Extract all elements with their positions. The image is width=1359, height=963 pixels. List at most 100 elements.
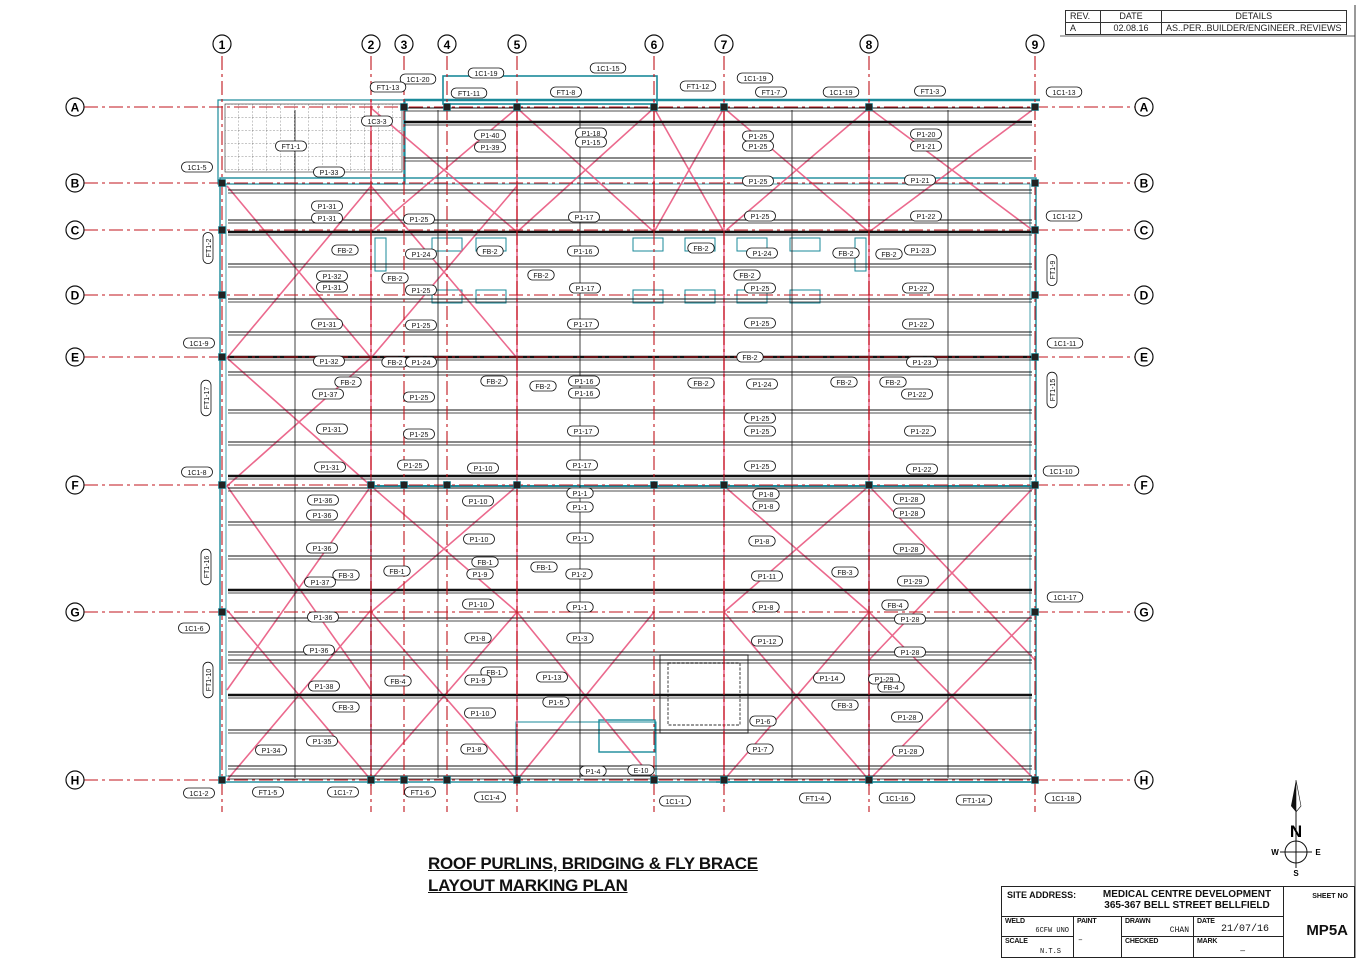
member-tag: FB-2 xyxy=(832,247,860,259)
member-tag-text: 1C1-8 xyxy=(187,470,206,477)
member-tag-text: P1-24 xyxy=(753,251,772,258)
member-tag: P1-33 xyxy=(313,166,345,178)
member-tag-text: P1-25 xyxy=(410,395,429,402)
member-tag-text: P1-31 xyxy=(318,322,337,329)
member-tag-text: P1-8 xyxy=(759,504,774,511)
member-tag-text: P1-9 xyxy=(471,678,486,685)
member-tag: P1-31 xyxy=(314,461,346,473)
member-tag: P1-25 xyxy=(403,391,435,403)
member-tag-text: 1C1-12 xyxy=(1053,214,1076,221)
member-tag: 1C1-9 xyxy=(183,337,215,349)
member-tag: P1-38 xyxy=(308,680,340,692)
member-tag-text: P1-36 xyxy=(313,546,332,553)
member-tag: 1C1-5 xyxy=(181,161,213,173)
member-tag: P1-32 xyxy=(316,270,348,282)
column-post xyxy=(513,776,521,784)
date-cell: DATE 21/07/16 xyxy=(1194,916,1284,936)
member-tag-text: P1-36 xyxy=(314,615,333,622)
member-tag: P1-10 xyxy=(467,462,499,474)
member-tag: FB-2 xyxy=(830,376,858,388)
member-tag-text: P1-25 xyxy=(749,179,768,186)
member-tag-text: P1-17 xyxy=(573,463,592,470)
member-tag-text: P1-1 xyxy=(573,505,588,512)
member-tag: P1-25 xyxy=(405,319,437,331)
grid-row-label: E xyxy=(71,351,79,365)
member-tag: P1-13 xyxy=(536,671,568,683)
member-tag: FB-3 xyxy=(332,569,360,581)
member-tag-text: FT1-13 xyxy=(377,85,400,92)
member-tag-text: P1-17 xyxy=(574,322,593,329)
column-post xyxy=(218,353,226,361)
column-post xyxy=(865,776,873,784)
member-tag: P1-28 xyxy=(893,543,925,555)
member-tag-text: FT1-9 xyxy=(1050,261,1057,280)
member-tag-text: P1-3 xyxy=(573,636,588,643)
south-label: S xyxy=(1293,869,1299,878)
member-tag: P1-34 xyxy=(255,744,287,756)
column-post xyxy=(443,776,451,784)
column-post xyxy=(1031,291,1039,299)
column-post xyxy=(1031,481,1039,489)
member-tag-text: P1-22 xyxy=(913,467,932,474)
grid-row-label: A xyxy=(1140,101,1149,115)
member-tag-text: FT1-10 xyxy=(206,669,213,692)
member-tag-text: FB-2 xyxy=(836,380,851,387)
member-tag: P1-1 xyxy=(566,601,594,613)
member-tag: P1-22 xyxy=(906,463,938,475)
member-tag-text: FT1-7 xyxy=(762,90,781,97)
member-tag-text: P1-8 xyxy=(759,605,774,612)
date-header: DATE xyxy=(1100,10,1162,23)
member-tag: 1C1-6 xyxy=(178,622,210,634)
grid-row-label: D xyxy=(71,289,80,303)
member-tag-text: FB-2 xyxy=(486,379,501,386)
member-tag-text: FB-2 xyxy=(340,380,355,387)
member-tag: FB-2 xyxy=(687,377,715,389)
member-tag-text: 1C1-19 xyxy=(475,71,498,78)
member-tag-text: P1-28 xyxy=(901,650,920,657)
member-tag: P1-25 xyxy=(742,140,774,152)
column-post xyxy=(1031,179,1039,187)
member-tag: P1-39 xyxy=(474,141,506,153)
member-tag: P1-22 xyxy=(902,318,934,330)
member-tag: P1-36 xyxy=(307,494,339,506)
member-tag-text: 1C1-7 xyxy=(333,790,352,797)
member-tag-text: P1-25 xyxy=(412,288,431,295)
column-post xyxy=(1031,226,1039,234)
sheet-no-cell: SHEET NO MP5A xyxy=(1284,887,1354,957)
revision-header-row: REV. DATE DETAILS xyxy=(1065,10,1347,23)
member-tag-text: FB-4 xyxy=(883,685,898,692)
member-tag: FT1-8 xyxy=(550,86,582,98)
member-tag: FB-2 xyxy=(381,356,409,368)
weld-cell: WELD 6CFW UNO xyxy=(1002,916,1074,936)
grid-column-bubble xyxy=(212,34,232,54)
member-tag: FB-2 xyxy=(476,245,504,257)
member-tag-text: P1-31 xyxy=(318,216,337,223)
member-tag: P1-5 xyxy=(542,696,570,708)
member-tag-text: P1-5 xyxy=(549,700,564,707)
member-tag-vertical: FT1-9 xyxy=(1046,254,1058,286)
member-tag: P1-28 xyxy=(891,711,923,723)
member-tag: P1-8 xyxy=(460,743,488,755)
revision-table: REV. DATE DETAILS A 02.08.16 AS..PER..BU… xyxy=(1065,10,1347,35)
member-tag: 1C1-1 xyxy=(659,795,691,807)
grid-column-bubble xyxy=(644,34,664,54)
hatched-roof-zone xyxy=(217,99,406,185)
member-tag-text: FB-3 xyxy=(338,705,353,712)
member-tag-text: FT1-2 xyxy=(206,239,213,258)
grid-column-label: 9 xyxy=(1032,38,1039,52)
member-tag-text: P1-23 xyxy=(911,248,930,255)
member-tag: 1C1-15 xyxy=(589,62,627,74)
member-tag-text: FT1-5 xyxy=(259,790,278,797)
member-tag: FT1-1 xyxy=(275,140,307,152)
column-post xyxy=(367,776,375,784)
member-tag-text: FB-1 xyxy=(477,560,492,567)
member-tag-text: P1-1 xyxy=(573,536,588,543)
member-tag-text: 1C1-9 xyxy=(189,341,208,348)
grid-row-bubble xyxy=(1134,347,1154,367)
member-tag: FB-2 xyxy=(733,269,761,281)
grid-column-label: 3 xyxy=(401,38,408,52)
member-tag-text: P1-17 xyxy=(574,429,593,436)
member-tag-text: FT1-6 xyxy=(411,790,430,797)
member-tag-text: P1-36 xyxy=(314,498,333,505)
column-post xyxy=(513,481,521,489)
